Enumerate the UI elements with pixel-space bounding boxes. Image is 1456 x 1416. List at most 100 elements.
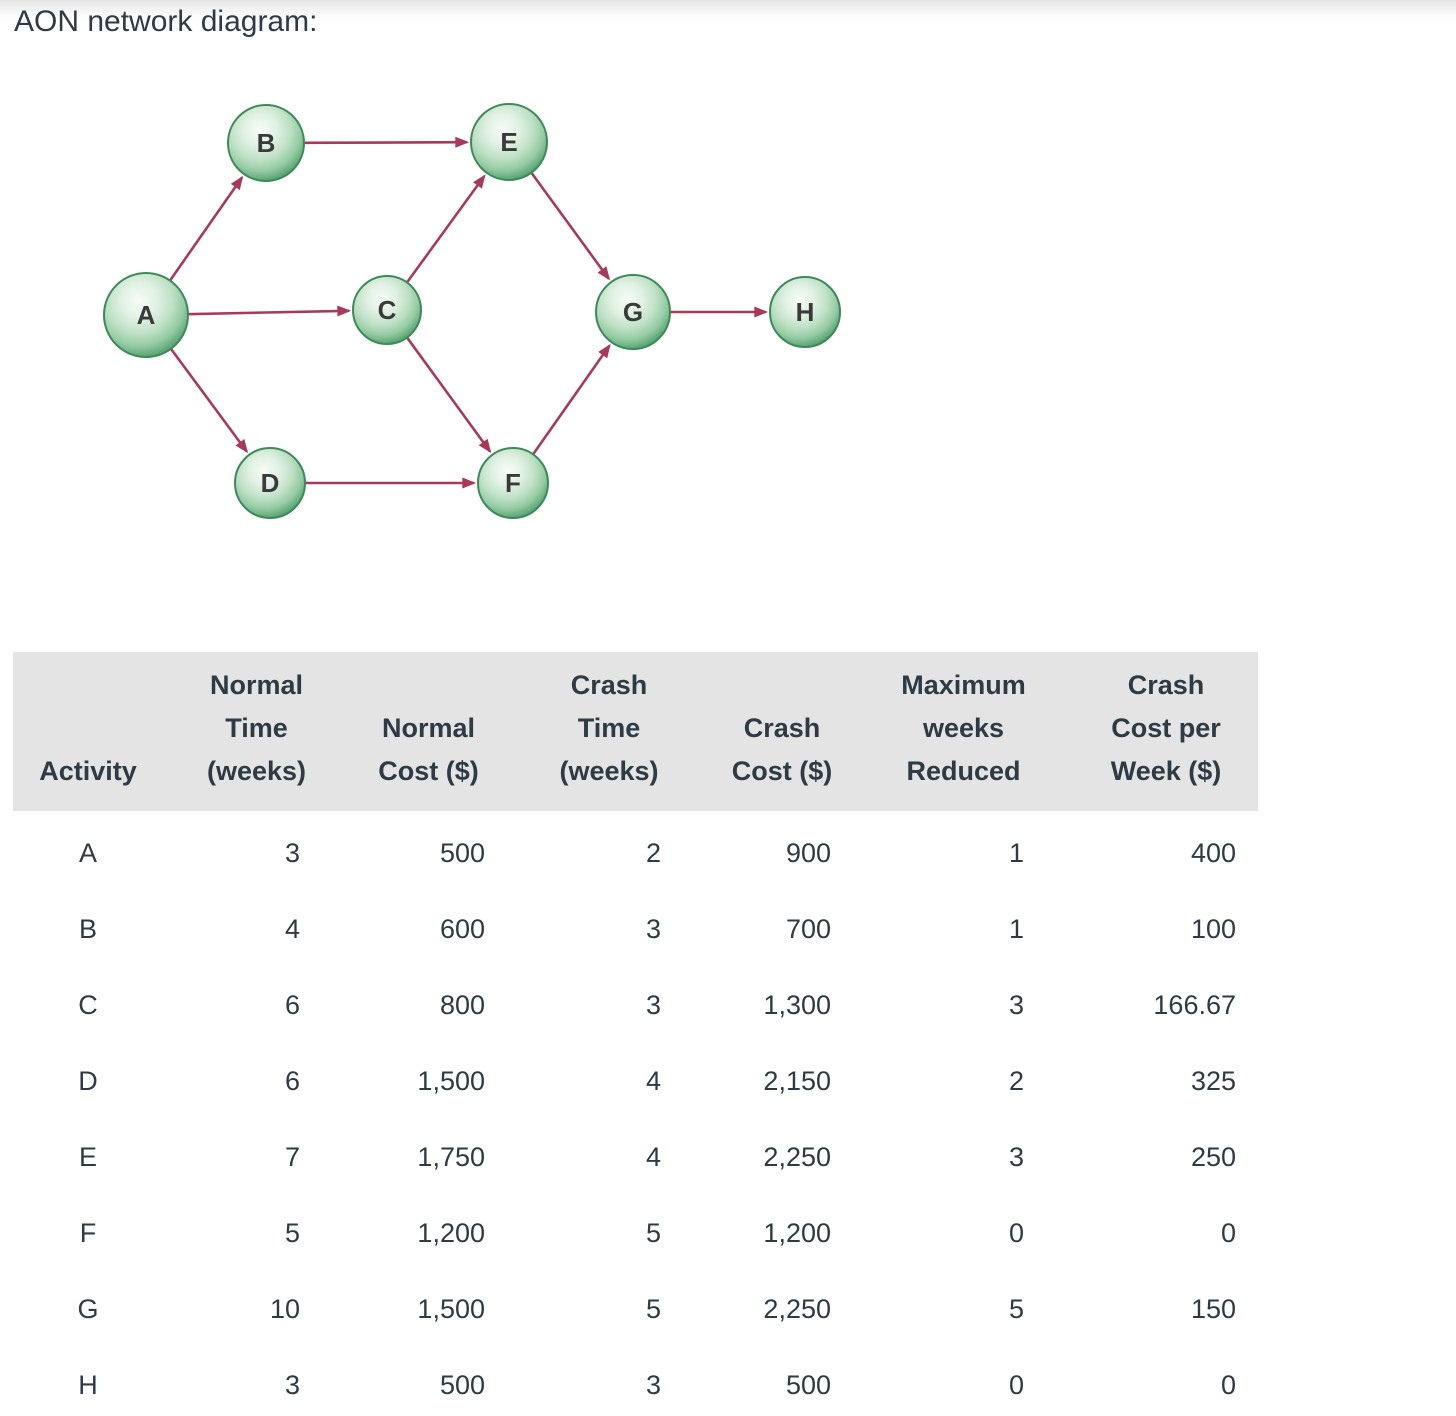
edge-B-E — [302, 136, 470, 148]
cell-value: 250 — [1046, 1120, 1258, 1196]
node-D: D — [234, 447, 306, 519]
cell-activity: D — [13, 1044, 163, 1120]
column-header-1: Normal Time (weeks) — [163, 652, 322, 811]
node-B: B — [227, 104, 305, 182]
cell-value: 3 — [853, 968, 1046, 1044]
cell-value: 400 — [1046, 811, 1258, 892]
cell-value: 0 — [853, 1196, 1046, 1272]
cell-value: 800 — [322, 968, 507, 1044]
column-header-2: Normal Cost ($) — [322, 652, 507, 811]
cell-value: 5 — [163, 1196, 322, 1272]
cell-value: 1 — [853, 811, 1046, 892]
edge-A-C — [186, 305, 352, 317]
page-title: AON network diagram: — [14, 5, 318, 38]
cell-value: 10 — [163, 1272, 322, 1348]
cell-value: 7 — [163, 1120, 322, 1196]
cell-value: 0 — [1046, 1348, 1258, 1416]
cell-value: 900 — [683, 811, 853, 892]
column-header-3: Crash Time (weeks) — [507, 652, 683, 811]
edge-E-G — [529, 171, 611, 281]
cell-value: 6 — [163, 1044, 322, 1120]
node-C: C — [352, 275, 422, 345]
cell-value: 2,250 — [683, 1120, 853, 1196]
cell-value: 500 — [322, 811, 507, 892]
aon-network-diagram: A B C D E F G H — [0, 68, 1456, 538]
node-label-E: E — [500, 127, 517, 157]
node-label-C: C — [378, 295, 397, 325]
cell-value: 1,200 — [683, 1196, 853, 1272]
cell-value: 1,750 — [322, 1120, 507, 1196]
edge-A-B — [168, 175, 244, 283]
cell-value: 2 — [507, 811, 683, 892]
node-E: E — [470, 103, 548, 181]
node-A: A — [103, 272, 189, 358]
cell-value: 500 — [683, 1348, 853, 1416]
cell-activity: H — [13, 1348, 163, 1416]
column-header-5: Maximum weeks Reduced — [853, 652, 1046, 811]
cell-activity: F — [13, 1196, 163, 1272]
cell-value: 700 — [683, 892, 853, 968]
node-G: G — [595, 274, 671, 350]
node-H: H — [769, 276, 841, 348]
cell-value: 1,300 — [683, 968, 853, 1044]
cell-value: 1,500 — [322, 1044, 507, 1120]
cell-value: 2 — [853, 1044, 1046, 1120]
cell-value: 0 — [1046, 1196, 1258, 1272]
cell-value: 4 — [507, 1044, 683, 1120]
cell-value: 0 — [853, 1348, 1046, 1416]
cell-value: 1,500 — [322, 1272, 507, 1348]
cell-activity: B — [13, 892, 163, 968]
cell-activity: G — [13, 1272, 163, 1348]
node-label-H: H — [796, 297, 815, 327]
edge-C-E — [405, 174, 486, 285]
cell-value: 4 — [163, 892, 322, 968]
cell-value: 3 — [853, 1120, 1046, 1196]
cell-activity: E — [13, 1120, 163, 1196]
cell-value: 325 — [1046, 1044, 1258, 1120]
cell-value: 2,250 — [683, 1272, 853, 1348]
node-F: F — [477, 447, 549, 519]
aon-diagram-canvas: A B C D E F G H — [103, 103, 841, 519]
cell-value: 100 — [1046, 892, 1258, 968]
node-label-D: D — [261, 468, 280, 498]
cell-activity: A — [13, 811, 163, 892]
node-label-A: A — [137, 300, 156, 330]
cell-activity: C — [13, 968, 163, 1044]
cell-value: 166.67 — [1046, 968, 1258, 1044]
column-header-6: Crash Cost per Week ($) — [1046, 652, 1258, 811]
edge-F-G — [531, 343, 611, 456]
cell-value: 6 — [163, 968, 322, 1044]
cell-value: 150 — [1046, 1272, 1258, 1348]
cell-value: 3 — [163, 811, 322, 892]
cell-value: 4 — [507, 1120, 683, 1196]
cell-value: 2,150 — [683, 1044, 853, 1120]
node-label-F: F — [505, 468, 521, 498]
cell-value: 3 — [163, 1348, 322, 1416]
cell-value: 3 — [507, 1348, 683, 1416]
column-header-4: Crash Cost ($) — [683, 652, 853, 811]
cell-value: 3 — [507, 892, 683, 968]
edge-C-F — [405, 335, 492, 454]
cell-value: 1 — [853, 892, 1046, 968]
cell-value: 500 — [322, 1348, 507, 1416]
cell-value: 600 — [322, 892, 507, 968]
cell-value: 5 — [853, 1272, 1046, 1348]
edge-A-D — [169, 347, 249, 454]
cell-value: 5 — [507, 1272, 683, 1348]
node-label-B: B — [257, 128, 276, 158]
column-header-activity: Activity — [13, 652, 163, 811]
cell-value: 1,200 — [322, 1196, 507, 1272]
cell-value: 3 — [507, 968, 683, 1044]
node-label-G: G — [623, 297, 643, 327]
